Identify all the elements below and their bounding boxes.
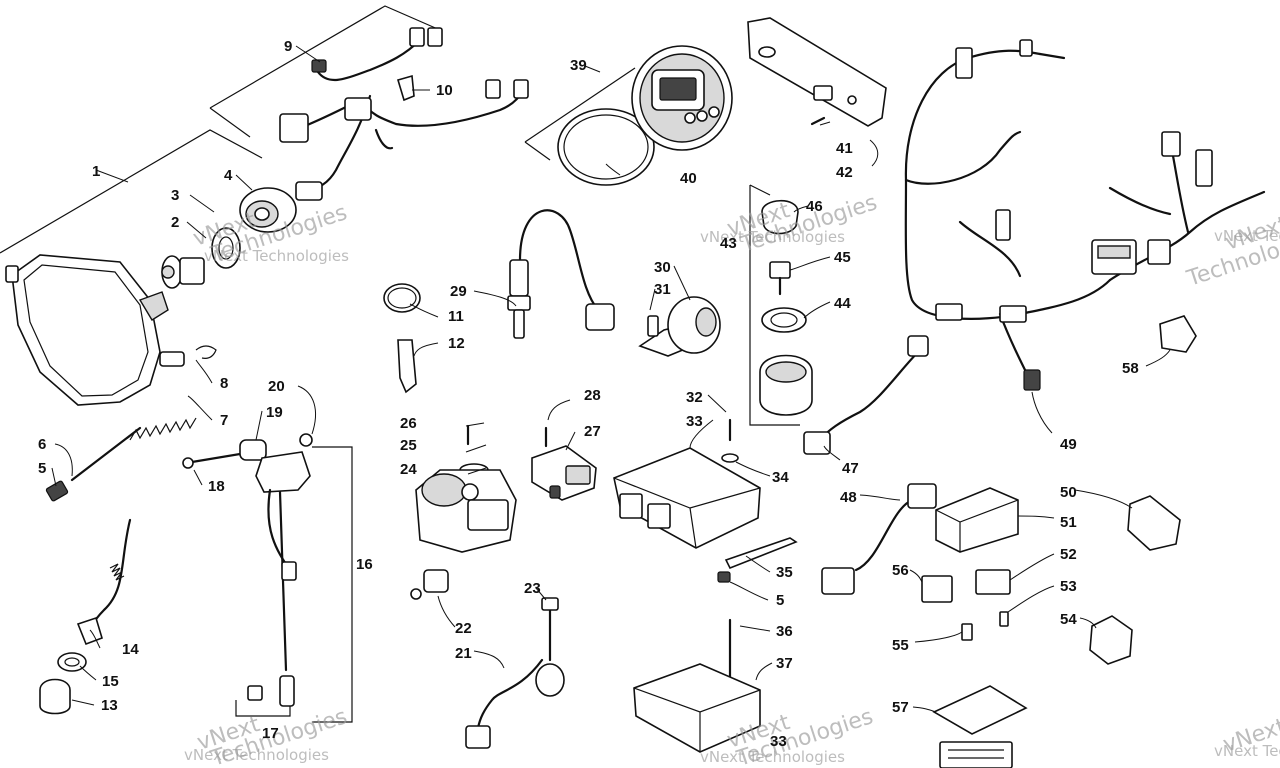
callout-17: 17 — [262, 725, 279, 742]
callout-26: 26 — [400, 415, 417, 432]
callout-8: 8 — [220, 375, 228, 392]
callout-9: 9 — [284, 38, 292, 55]
callout-20: 20 — [268, 378, 285, 395]
callout-50: 50 — [1060, 484, 1077, 501]
throttle-sensor — [531, 426, 597, 501]
callout-21: 21 — [455, 645, 472, 662]
watermark-text: vNext Technologies — [700, 748, 845, 766]
callout-13: 13 — [101, 697, 118, 714]
callout-51: 51 — [1060, 514, 1077, 531]
callout-4: 4 — [224, 167, 233, 184]
callout-15: 15 — [102, 673, 119, 690]
main-wiring-harness — [904, 39, 1266, 391]
callout-48: 48 — [840, 489, 857, 506]
callout-19: 19 — [266, 404, 283, 421]
callout-numbers: 1 2 3 4 5 5 6 7 8 9 10 11 12 13 14 15 16… — [38, 38, 1139, 750]
leader-lines — [51, 45, 1171, 713]
buzzer — [638, 296, 721, 357]
callout-46: 46 — [806, 198, 823, 215]
callout-7: 7 — [220, 412, 228, 429]
callout-14: 14 — [122, 641, 139, 658]
callout-42: 42 — [836, 164, 853, 181]
callout-28: 28 — [584, 387, 601, 404]
callout-24: 24 — [400, 461, 417, 478]
callout-25: 25 — [400, 437, 417, 454]
callout-18: 18 — [208, 478, 225, 495]
callout-35: 35 — [776, 564, 793, 581]
callout-31: 31 — [654, 281, 671, 298]
callout-33a: 33 — [686, 413, 703, 430]
callout-44: 44 — [834, 295, 851, 312]
headlight-harness — [279, 27, 529, 201]
callout-33b: 33 — [770, 733, 787, 750]
temperature-sensor — [507, 209, 615, 339]
ignition-key-parts — [759, 200, 813, 416]
callout-6: 6 — [38, 436, 46, 453]
callout-37: 37 — [776, 655, 793, 672]
callout-16: 16 — [356, 556, 373, 573]
callout-12: 12 — [448, 335, 465, 352]
callout-32: 32 — [686, 389, 703, 406]
callout-43: 43 — [720, 235, 737, 252]
callout-5a: 5 — [38, 460, 46, 477]
watermark-text: vNext Technologies — [184, 746, 329, 764]
connector-leads — [803, 335, 937, 595]
callout-45: 45 — [834, 249, 851, 266]
callout-52: 52 — [1060, 546, 1077, 563]
watermark-text: vNext Technologies — [1214, 227, 1280, 245]
callout-5b: 5 — [776, 592, 784, 609]
callout-49: 49 — [1060, 436, 1077, 453]
callout-41: 41 — [836, 140, 853, 157]
callout-1: 1 — [92, 163, 100, 180]
clamp-and-clip — [383, 283, 421, 394]
callout-57: 57 — [892, 699, 909, 716]
callout-55: 55 — [892, 637, 909, 654]
callout-11: 11 — [448, 308, 464, 325]
callout-47: 47 — [842, 460, 859, 477]
callout-54: 54 — [1060, 611, 1077, 628]
callout-27: 27 — [584, 423, 601, 440]
callout-30: 30 — [654, 259, 671, 276]
callout-2: 2 — [171, 214, 179, 231]
switch-panel — [747, 17, 887, 127]
headlight-assembly — [5, 187, 297, 502]
fuse-box-and-relays — [921, 315, 1197, 768]
callout-29: 29 — [450, 283, 467, 300]
callout-3: 3 — [171, 187, 179, 204]
watermark-text: vNext Technologies — [204, 247, 349, 265]
watermark-text: vNext Technologies — [1214, 742, 1280, 760]
voltage-regulator — [633, 618, 761, 753]
callout-10: 10 — [436, 82, 453, 99]
callout-22: 22 — [455, 620, 472, 637]
misc-small-parts — [39, 433, 565, 749]
ecu-module — [613, 418, 798, 583]
watermark-text: vNext Technologies — [700, 228, 845, 246]
callout-39: 39 — [570, 57, 587, 74]
callout-40: 40 — [680, 170, 697, 187]
callout-56: 56 — [892, 562, 909, 579]
callout-53: 53 — [1060, 578, 1077, 595]
servo-actuator — [415, 424, 517, 553]
group-brackets — [0, 5, 800, 723]
callout-58: 58 — [1122, 360, 1139, 377]
speedometer-gauge — [557, 45, 733, 186]
callout-23: 23 — [524, 580, 541, 597]
callout-36: 36 — [776, 623, 793, 640]
callout-34: 34 — [772, 469, 789, 486]
